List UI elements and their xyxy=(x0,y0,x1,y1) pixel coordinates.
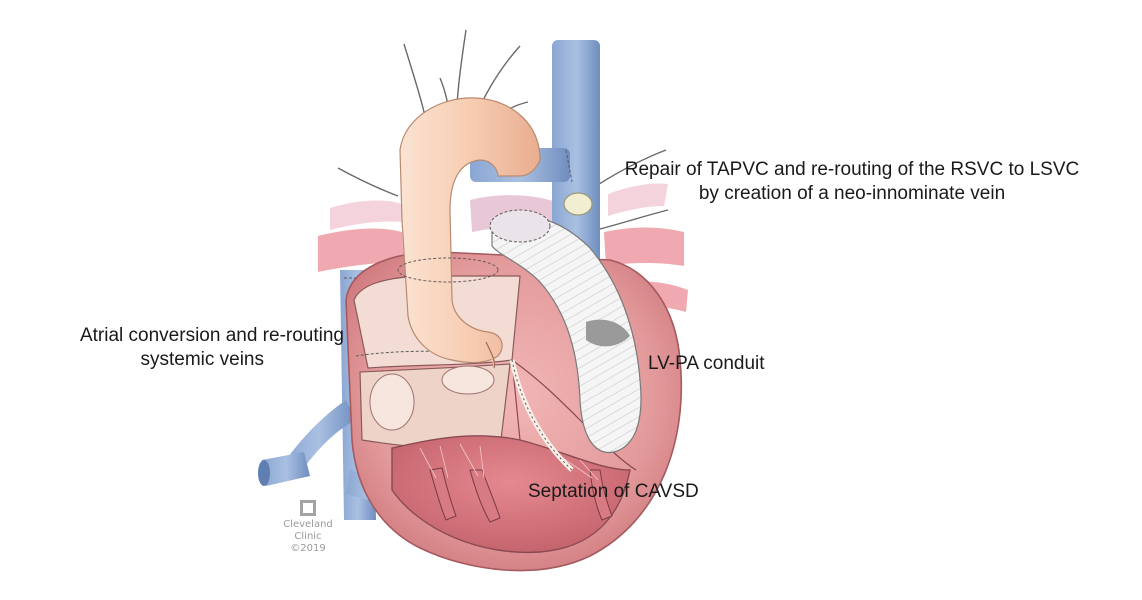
ventricle-opening xyxy=(391,435,631,554)
aorta xyxy=(399,97,541,364)
label-tapvc-line2: by creation of a neo-innominate vein xyxy=(698,183,1006,204)
watermark-line2: Clinic xyxy=(294,531,322,542)
label-septation-cavsd: Septation of CAVSD xyxy=(528,481,699,502)
watermark-line3: ©2019 xyxy=(290,543,326,554)
lv-pa-conduit xyxy=(491,215,642,454)
septal-patch xyxy=(509,359,574,472)
label-atrial-line1: Atrial conversion and re-routing xyxy=(79,325,344,346)
label-lv-pa-conduit: LV-PA conduit xyxy=(648,353,765,374)
pulmonary-vein-confluence xyxy=(563,192,593,216)
label-tapvc-repair: Repair of TAPVC and re-routing of the RS… xyxy=(596,158,1108,206)
label-tapvc-line1: Repair of TAPVC and re-routing of the RS… xyxy=(624,159,1080,180)
cleveland-clinic-watermark: Cleveland Clinic ©2019 xyxy=(268,500,348,555)
cleveland-clinic-logo-icon xyxy=(300,500,316,516)
label-atrial-line2: systemic veins xyxy=(140,349,264,370)
label-atrial-conversion: Atrial conversion and re-routing systemi… xyxy=(22,324,344,372)
watermark-line1: Cleveland xyxy=(283,519,333,530)
papillary-muscles xyxy=(429,467,613,523)
atrial-patch xyxy=(369,373,415,431)
